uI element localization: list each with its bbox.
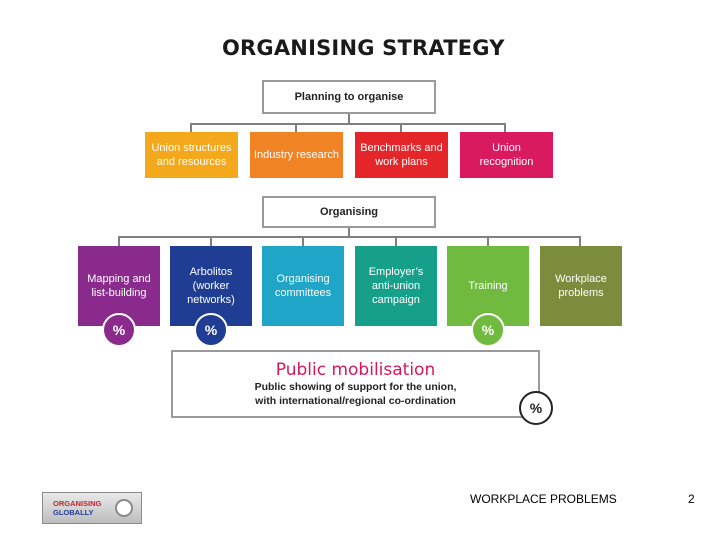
tier1-box-union-structures: Union structures and resources bbox=[145, 132, 238, 178]
connector bbox=[579, 236, 581, 246]
percent-badge-training: % bbox=[471, 313, 505, 347]
connector bbox=[348, 114, 350, 124]
connector bbox=[400, 123, 402, 132]
percent-badge-mapping: % bbox=[102, 313, 136, 347]
percent-badge-arbolitos: % bbox=[194, 313, 228, 347]
connector bbox=[190, 123, 506, 125]
connector bbox=[395, 236, 397, 246]
tier1-box-benchmarks: Benchmarks and work plans bbox=[355, 132, 448, 178]
planning-box: Planning to organise bbox=[262, 80, 436, 114]
tier2-box-arbolitos: Arbolitos (worker networks) bbox=[170, 246, 252, 326]
tier2-box-committees: Organising committees bbox=[262, 246, 344, 326]
connector bbox=[118, 236, 581, 238]
public-mobilisation-subtitle-line2: with international/regional co-ordinatio… bbox=[255, 395, 456, 407]
page-number: 2 bbox=[688, 492, 695, 506]
connector bbox=[302, 236, 304, 246]
logo-text-line2: GLOBALLY bbox=[53, 508, 94, 517]
connector bbox=[487, 236, 489, 246]
slide-title: WORKPLACE PROBLEMS bbox=[470, 492, 617, 506]
connector bbox=[118, 236, 120, 246]
tier2-box-anti-union: Employer’s anti-union campaign bbox=[355, 246, 437, 326]
connector bbox=[348, 228, 350, 237]
logo-text-line1: ORGANISING bbox=[53, 499, 102, 508]
connector bbox=[190, 123, 192, 132]
public-mobilisation-subtitle-line1: Public showing of support for the union, bbox=[254, 381, 457, 393]
tier1-box-industry-research: Industry research bbox=[250, 132, 343, 178]
tier1-box-union-recognition: Union recognition bbox=[460, 132, 553, 178]
percent-badge-public: % bbox=[519, 391, 553, 425]
connector bbox=[210, 236, 212, 246]
tier2-box-mapping: Mapping and list-building bbox=[78, 246, 160, 326]
tier2-box-workplace-problems: Workplace problems bbox=[540, 246, 622, 326]
organising-box: Organising bbox=[262, 196, 436, 228]
connector bbox=[295, 123, 297, 132]
organising-globally-logo: ORGANISING GLOBALLY bbox=[42, 492, 142, 524]
public-mobilisation-title: Public mobilisation bbox=[275, 360, 436, 380]
public-mobilisation-box: Public mobilisation Public showing of su… bbox=[171, 350, 540, 418]
diagram-title: ORGANISING STRATEGY bbox=[222, 36, 505, 60]
tier2-box-training: Training bbox=[447, 246, 529, 326]
globe-icon bbox=[115, 499, 133, 517]
connector bbox=[504, 123, 506, 132]
